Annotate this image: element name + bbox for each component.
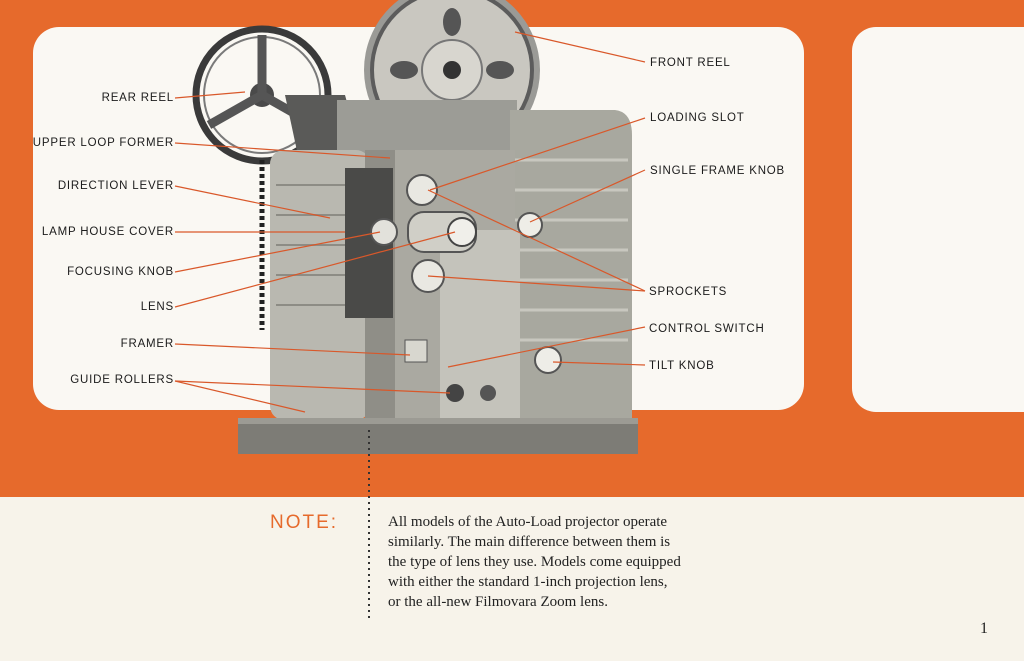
leader-lines xyxy=(174,31,646,413)
label-direction-lever: DIRECTION LEVER xyxy=(57,180,174,192)
side-panel xyxy=(852,27,1024,412)
page-number: 1 xyxy=(980,620,988,637)
label-control-switch: CONTROL SWITCH xyxy=(649,323,765,335)
label-focusing-knob: FOCUSING KNOB xyxy=(67,266,174,278)
label-sprockets: SPROCKETS xyxy=(649,286,728,298)
label-guide-rollers: GUIDE ROLLERS xyxy=(70,374,174,386)
label-tilt-knob: TILT KNOB xyxy=(649,360,715,372)
label-single-frame-knob: SINGLE FRAME KNOB xyxy=(650,165,786,177)
note-body: All models of the Auto-Load projector op… xyxy=(388,512,748,612)
label-lens: LENS xyxy=(140,301,174,313)
label-loading-slot: LOADING SLOT xyxy=(650,112,745,124)
note-line: similarly. The main difference between t… xyxy=(388,534,671,550)
note-line: with either the standard 1-inch projecti… xyxy=(388,574,668,590)
label-rear-reel: REAR REEL xyxy=(101,92,174,104)
label-lamp-house-cover: LAMP HOUSE COVER xyxy=(41,226,174,238)
note-line: or the all-new Filmovara Zoom lens. xyxy=(388,594,608,610)
note-line: the type of lens they use. Models come e… xyxy=(388,554,681,570)
label-front-reel: FRONT REEL xyxy=(650,57,731,69)
label-upper-loop-former: UPPER LOOP FORMER xyxy=(32,137,174,149)
label-framer: FRAMER xyxy=(120,338,174,350)
note-title: NOTE: xyxy=(270,512,339,533)
note-line: All models of the Auto-Load projector op… xyxy=(388,514,668,530)
